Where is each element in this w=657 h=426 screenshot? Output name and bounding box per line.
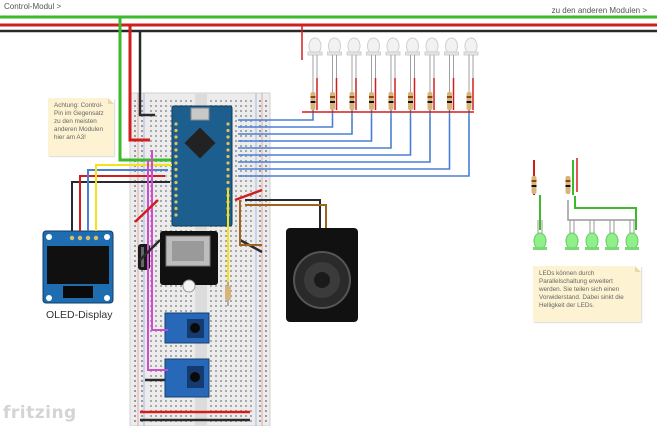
nano-pin xyxy=(226,180,230,185)
other-modules-label: zu den anderen Modulen > xyxy=(551,6,647,15)
white-led xyxy=(424,37,440,118)
oled-wires xyxy=(71,164,172,231)
white-led xyxy=(346,37,362,118)
led-signal-wires xyxy=(238,118,470,177)
note-parallel-leds: LEDs können durch Parallelschaltung erwe… xyxy=(533,266,641,322)
nano-pin xyxy=(174,141,178,146)
nano-pin xyxy=(174,200,178,204)
green-led xyxy=(565,220,579,250)
breadboard-jumpers xyxy=(134,150,263,422)
nano-pin xyxy=(174,122,178,126)
white-led xyxy=(366,37,381,118)
button-module-1 xyxy=(164,312,210,344)
nano-pin xyxy=(226,174,230,178)
green-led xyxy=(605,220,619,250)
led-resistor xyxy=(565,176,571,194)
control-module-label: Control-Modul > xyxy=(4,2,62,11)
speaker-wires xyxy=(245,199,327,228)
breadboard-resistor xyxy=(225,282,231,306)
nano-pin xyxy=(174,174,178,178)
note-fold-icon xyxy=(108,98,114,104)
nano-pin xyxy=(174,135,178,139)
nano-pin xyxy=(226,135,230,139)
oled-pin xyxy=(77,235,83,241)
white-led xyxy=(385,37,401,118)
oled-display xyxy=(42,230,114,304)
nano-pin xyxy=(174,148,178,152)
green-led-group xyxy=(531,176,639,250)
oled-pin xyxy=(69,235,75,241)
oled-pin xyxy=(85,235,91,241)
top-power-bus xyxy=(0,15,657,33)
bus-wires xyxy=(118,17,303,162)
oled-pin xyxy=(93,235,99,241)
white-led xyxy=(463,37,479,118)
led-resistor xyxy=(531,176,537,194)
arduino-nano xyxy=(171,105,233,227)
white-led xyxy=(444,37,459,118)
green-led xyxy=(625,220,639,250)
nano-pin xyxy=(226,122,230,126)
nano-pin xyxy=(174,128,178,133)
nano-pin xyxy=(226,148,230,152)
white-led xyxy=(327,37,342,118)
sd-card-module xyxy=(160,231,218,293)
oled-display-caption: OLED-Display xyxy=(46,309,113,321)
nano-pin xyxy=(174,154,178,159)
green-led xyxy=(533,220,547,250)
speaker xyxy=(286,228,358,322)
nano-pin xyxy=(174,167,178,172)
right-led-group-wires xyxy=(533,158,637,230)
note-fold-icon xyxy=(635,266,641,272)
nano-pin xyxy=(174,213,178,217)
nano-pin xyxy=(226,161,230,165)
button-module-2 xyxy=(164,358,210,398)
nano-pin xyxy=(174,180,178,185)
nano-pin xyxy=(226,187,230,191)
note-right-text: LEDs können durch Parallelschaltung erwe… xyxy=(539,270,624,309)
note-control-pin: Achtung: Control-Pin im Gegensatz zu den… xyxy=(48,98,114,156)
nano-pin xyxy=(226,141,230,146)
nano-pin xyxy=(174,187,178,191)
green-led xyxy=(585,220,599,250)
nano-pin xyxy=(174,193,178,198)
white-led xyxy=(405,37,420,118)
nano-pin xyxy=(174,206,178,211)
fritzing-logo: fritzing xyxy=(3,403,77,423)
note-left-text: Achtung: Control-Pin im Gegensatz zu den… xyxy=(54,102,104,141)
white-led-array xyxy=(302,37,479,118)
nano-pin xyxy=(226,167,230,172)
nano-pin xyxy=(226,154,230,159)
nano-pin xyxy=(174,161,178,165)
nano-pin xyxy=(226,128,230,133)
white-led xyxy=(307,37,323,118)
